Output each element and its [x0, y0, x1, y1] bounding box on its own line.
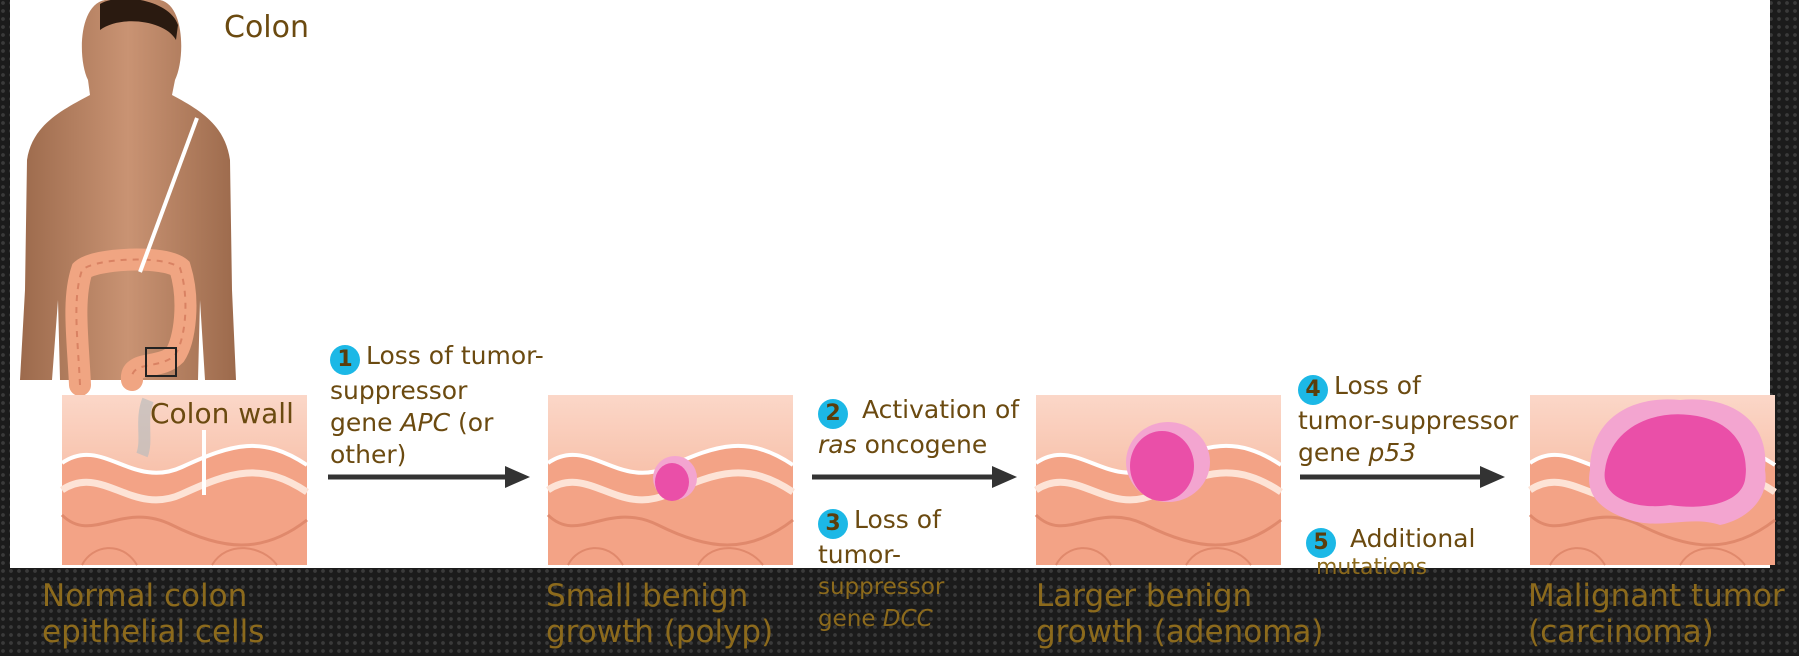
step-5-mutations: mutations — [1316, 555, 1427, 581]
tissue-adenoma — [1036, 395, 1281, 565]
caption-carcinoma: Malignant tumor (carcinoma) — [1528, 578, 1785, 650]
arrow-step-4 — [1300, 466, 1505, 488]
tissue-polyp — [548, 395, 793, 565]
step-2-text: 2 Activation of ras oncogene — [818, 394, 1019, 461]
step-2-badge: 2 — [818, 399, 848, 429]
step-5-badge: 5 — [1306, 528, 1336, 558]
step-1-badge: 1 — [330, 345, 360, 375]
colon-label: Colon — [224, 12, 309, 44]
step-4-badge: 4 — [1298, 375, 1328, 405]
human-torso-figure — [20, 0, 236, 385]
tissue-carcinoma — [1530, 395, 1775, 565]
step-5-text: 5 Additional — [1306, 523, 1475, 558]
caption-normal-cells: Normal colon epithelial cells — [42, 578, 264, 650]
caption-adenoma: Larger benign growth (adenoma) — [1036, 578, 1323, 650]
step-3-badge: 3 — [818, 509, 848, 539]
colon-wall-label: Colon wall — [150, 398, 294, 430]
caption-polyp: Small benign growth (polyp) — [546, 578, 773, 650]
arrow-step-2 — [812, 466, 1017, 488]
